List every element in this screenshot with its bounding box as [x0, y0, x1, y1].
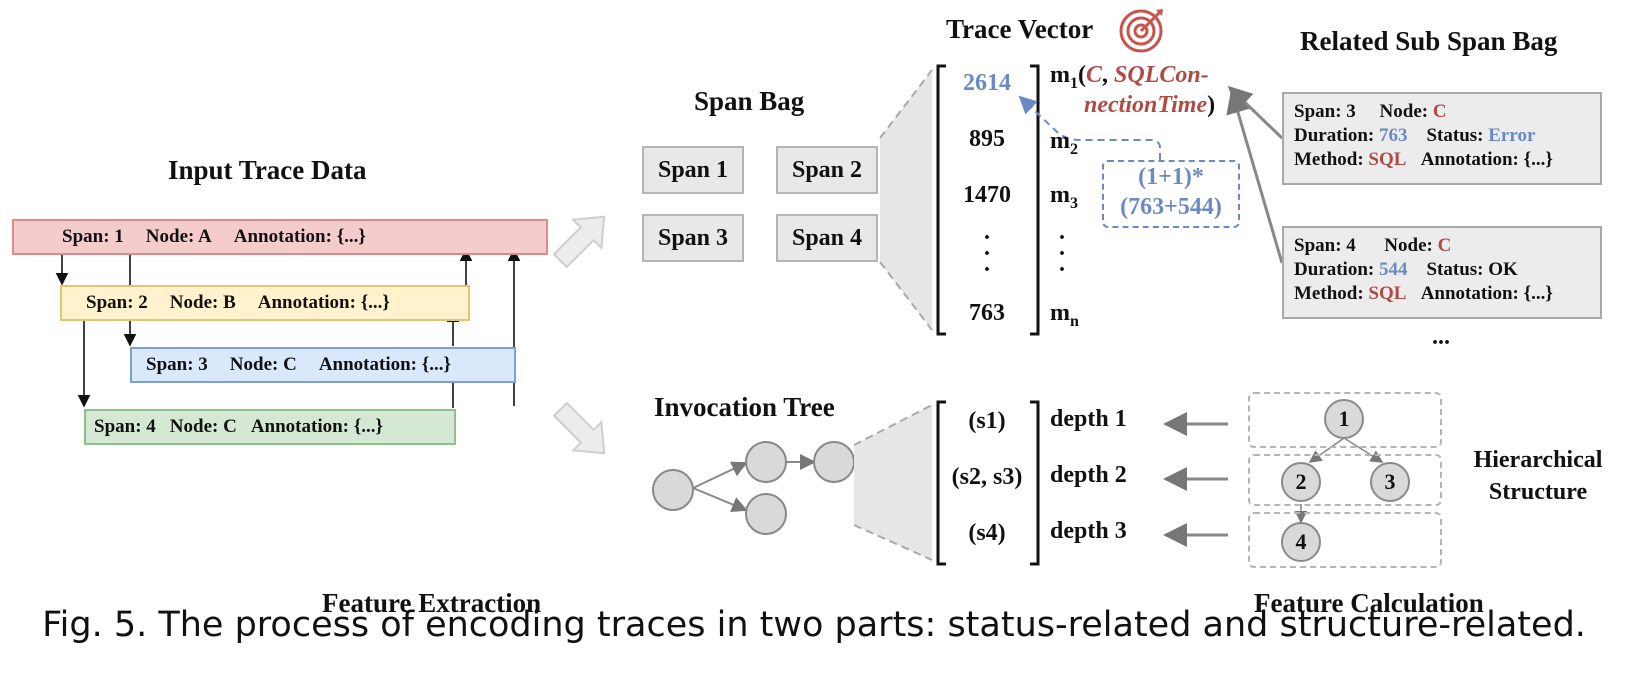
span-bag-item-2: Span 2	[776, 146, 878, 194]
span-node: Node: C	[169, 416, 237, 437]
vector-vertical-ellipsis: ···	[982, 225, 991, 283]
invocation-tree	[652, 441, 855, 535]
metric-vertical-ellipsis: ···	[1058, 225, 1067, 283]
span-annotation: Annotation: {...}	[257, 292, 390, 313]
depth-brackets	[936, 400, 1040, 566]
hierarchy-level-2	[1248, 454, 1442, 506]
span-annotation: Annotation: {...}	[318, 354, 451, 375]
depth-set-2: (s2, s3)	[951, 464, 1023, 490]
formula-line-2: (763+544)	[1120, 194, 1222, 220]
metric-label-3: m3	[1050, 182, 1078, 212]
feature-extraction-label: Feature Extraction	[322, 588, 542, 618]
hierarchy-node-4: 4	[1281, 522, 1321, 562]
metric-name-a: SQLCon-	[1114, 62, 1209, 88]
span-id: Span: 3	[146, 354, 208, 375]
target-icon	[1119, 9, 1163, 53]
span-row-4: Span: 4 Node: C Annotation: {...}	[84, 409, 456, 445]
hierarchy-node-1: 1	[1324, 399, 1364, 439]
invocation-tree-title: Invocation Tree	[654, 392, 835, 422]
input-trace-title: Input Trace Data	[168, 155, 367, 185]
vector-value-n: 763	[969, 300, 1005, 326]
depth-arrows	[1163, 412, 1228, 547]
span-annotation: Annotation: {...}	[250, 416, 383, 437]
span-id: Span: 4	[94, 416, 156, 437]
vector-brackets	[936, 64, 1040, 336]
span-node: Node: B	[169, 292, 236, 313]
formula-link	[1018, 95, 1161, 160]
metric-label-2: m2	[1050, 128, 1078, 158]
span-bag-item-4: Span 4	[776, 214, 878, 262]
span-bag-item-1: Span 1	[642, 146, 744, 194]
span-row-1: Span: 1 Node: A Annotation: {...}	[12, 219, 548, 255]
depth-label-1: depth 1	[1050, 406, 1127, 432]
depth-label-3: depth 3	[1050, 518, 1127, 544]
depth-set-1: (s1)	[968, 408, 1006, 434]
span-id: Span: 1	[62, 226, 124, 247]
vector-value-2: 895	[969, 126, 1005, 152]
formula-line-1: (1+1)*	[1138, 164, 1204, 190]
related-sub-span-bag-title: Related Sub Span Bag	[1300, 26, 1558, 56]
metric-label-1: m1(C, SQLCon-	[1050, 62, 1209, 92]
span-bag-item-3: Span 3	[642, 214, 744, 262]
span-bag-title: Span Bag	[694, 86, 805, 116]
span-row-3: Span: 3 Node: C Annotation: {...}	[130, 347, 516, 383]
flow-arrow-down	[552, 401, 606, 455]
depth-set-3: (s4)	[968, 520, 1006, 546]
related-card-span-3: Span: 3 Node: C Duration: 763 Status: Er…	[1282, 92, 1602, 185]
related-card-span-4: Span: 4 Node: C Duration: 544 Status: OK…	[1282, 226, 1602, 319]
feature-calculation-label: Feature Calculation	[1254, 588, 1484, 618]
hierarchy-level-3	[1248, 512, 1442, 568]
span-node: Node: A	[145, 226, 212, 247]
hierarchy-level-1	[1248, 392, 1442, 448]
span-annotation: Annotation: {...}	[233, 226, 366, 247]
vector-value-1: 2614	[963, 70, 1011, 96]
metric-name-b: nectionTime	[1084, 92, 1208, 118]
span-row-2: Span: 2 Node: B Annotation: {...}	[60, 285, 470, 321]
hierarchy-node-3: 3	[1370, 462, 1410, 502]
metric-label-n: mn	[1050, 300, 1079, 330]
metric-label-1-cont: nectionTime)	[1084, 92, 1216, 118]
hierarchical-structure-label: Hierarchical Structure	[1473, 447, 1603, 505]
span-node: Node: C	[229, 354, 297, 375]
metric-node: C	[1086, 62, 1103, 88]
vector-zoom-wedge	[880, 70, 932, 330]
related-ellipsis: ...	[1432, 324, 1450, 350]
hierarchy-node-2: 2	[1281, 462, 1321, 502]
span-id: Span: 2	[86, 292, 148, 313]
formula-box: (1+1)* (763+544)	[1102, 160, 1240, 228]
span-call-arrows	[55, 247, 521, 408]
figure-caption: Fig. 5. The process of encoding traces i…	[42, 605, 1586, 645]
vector-value-3: 1470	[963, 182, 1011, 208]
depth-label-2: depth 2	[1050, 462, 1127, 488]
tree-zoom-wedge	[854, 405, 932, 560]
trace-vector-title: Trace Vector	[946, 14, 1094, 44]
flow-arrow-up	[552, 215, 606, 269]
